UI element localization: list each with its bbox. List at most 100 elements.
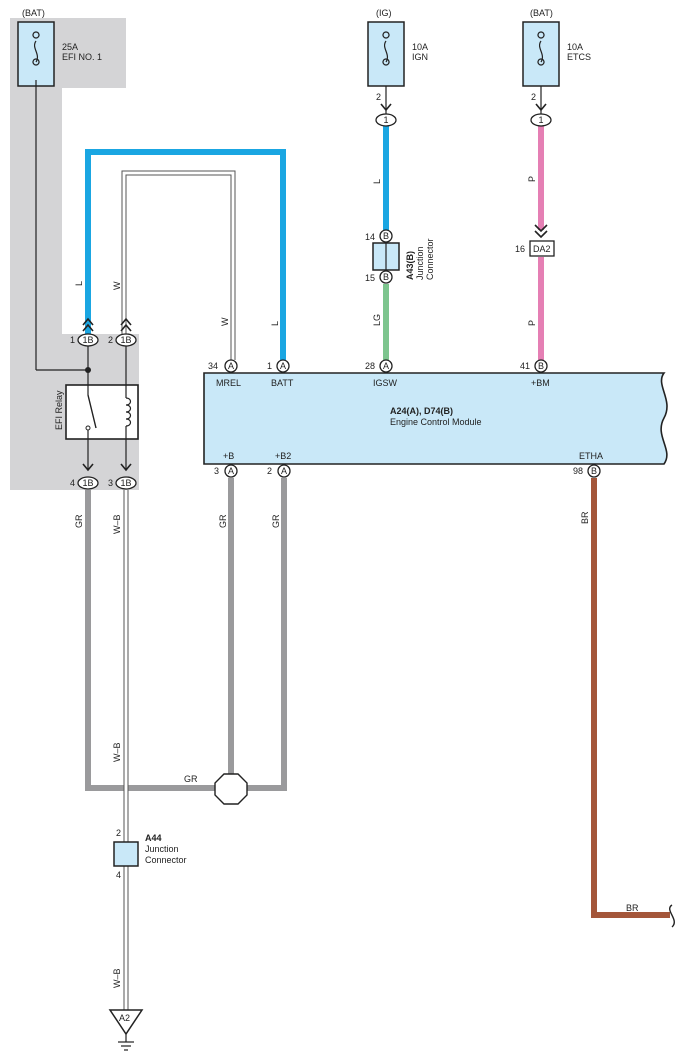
pin-ecm-b2: A (277, 464, 291, 478)
wire-label-wb-3: W–B (112, 968, 122, 988)
pin-ecm-batt: A (276, 359, 290, 373)
ecm-term-bm: +BM (531, 378, 550, 388)
fuse-etcs-symbol (537, 31, 545, 66)
connector-a43-l2: Connector (425, 238, 435, 280)
ecm-term-igsw: IGSW (373, 378, 398, 388)
pin-ecm-mrel: A (224, 359, 238, 373)
wire-label-p-2: P (527, 320, 537, 326)
pin-a43-top: B (379, 229, 393, 243)
wire-label-w-2: W (220, 317, 230, 326)
pin-etcs-2: 2 (531, 92, 536, 102)
relay-block-shade (10, 18, 139, 490)
pin-ecm-etha: B (587, 464, 601, 478)
pin-a43-14: 14 (365, 232, 375, 242)
pin-a43-15: 15 (365, 273, 375, 283)
svg-text:A: A (228, 361, 234, 371)
wire-l-batt (85, 149, 286, 360)
wire-label-br-2: BR (626, 903, 639, 913)
connector-a44-l2: Connector (145, 855, 187, 865)
pin-ign-fuse-out: 1 (375, 113, 397, 127)
ground-a2 (108, 1009, 144, 1036)
ecm-term-batt: BATT (271, 378, 294, 388)
connector-da2-label: DA2 (533, 244, 551, 254)
svg-text:1: 1 (383, 115, 388, 125)
pin-ecm-num-34: 34 (208, 361, 218, 371)
fuse-efi-symbol (32, 31, 40, 66)
svg-text:A: A (280, 361, 286, 371)
svg-text:A: A (281, 466, 287, 476)
svg-text:B: B (591, 466, 597, 476)
wire-label-wb-2: W–B (112, 742, 122, 762)
wire-label-br-1: BR (580, 511, 590, 524)
svg-text:1B: 1B (82, 478, 93, 488)
wire-br-etha (591, 478, 670, 918)
arrow-relay-3-down (120, 463, 132, 472)
fuse-etcs-name: ETCS (567, 52, 591, 62)
wire-break-symbol (669, 904, 675, 928)
wire-label-l-1: L (74, 281, 84, 286)
arrow-relay-1-up (82, 317, 94, 332)
arrow-da2 (534, 224, 548, 239)
ecm-block (203, 372, 668, 465)
fuse-ign (367, 21, 405, 87)
svg-text:1: 1 (538, 115, 543, 125)
power-label-bat-2: (BAT) (530, 8, 553, 18)
fuse-efi-name: EFI NO. 1 (62, 52, 102, 62)
wire-label-gr-1: GR (74, 514, 84, 528)
arrow-ign (380, 103, 392, 112)
ecm-term-etha: ETHA (579, 451, 603, 461)
wire-label-gr-3: GR (271, 514, 281, 528)
pin-relay-1b-1: 1B (77, 333, 99, 347)
pin-ecm-num-3: 3 (214, 466, 219, 476)
pin-relay-1b-2: 1B (115, 333, 137, 347)
svg-text:1B: 1B (120, 478, 131, 488)
fuse-ign-symbol (382, 31, 390, 66)
ecm-term-mrel: MREL (216, 378, 241, 388)
fuse-etcs-amp: 10A (567, 42, 583, 52)
pin-relay-1b-3: 1B (115, 476, 137, 490)
wire-gr-loop (85, 478, 287, 791)
ecm-name: Engine Control Module (390, 417, 482, 427)
pin-a44-4: 4 (116, 870, 121, 880)
svg-text:A: A (383, 361, 389, 371)
arrow-relay-2-up (120, 317, 132, 332)
ecm-term-b: +B (223, 451, 234, 461)
power-label-ig: (IG) (376, 8, 392, 18)
efi-relay-label: EFI Relay (54, 390, 64, 430)
pin-ecm-igsw: A (379, 359, 393, 373)
relay-switch-arm (87, 394, 97, 429)
pin-relay-num-4: 4 (70, 478, 75, 488)
power-label-bat-1: (BAT) (22, 8, 45, 18)
pin-ign-2: 2 (376, 92, 381, 102)
svg-text:B: B (383, 272, 389, 282)
wire-label-p-1: P (527, 176, 537, 182)
connector-a43-code: A43(B) (405, 251, 415, 280)
ecm-code: A24(A), D74(B) (390, 406, 453, 416)
connector-a43-l1: Junction (415, 246, 425, 280)
splice-junction (214, 773, 248, 805)
wire-label-wb-1: W–B (112, 514, 122, 534)
pin-ecm-num-28: 28 (365, 361, 375, 371)
pin-da2-16: 16 (515, 244, 525, 254)
wire-label-w-1: W (112, 281, 122, 290)
arrow-etcs (535, 103, 547, 112)
pin-ecm-b: A (224, 464, 238, 478)
wire-w-mrel-inner (122, 171, 235, 360)
fuse-etcs (522, 21, 560, 87)
relay-coil (125, 397, 132, 427)
relay-junction-dot (85, 367, 91, 373)
arrow-relay-4-down (82, 463, 94, 472)
ecm-term-b2: +B2 (275, 451, 291, 461)
wire-label-l-3: L (372, 179, 382, 184)
pin-relay-num-1: 1 (70, 335, 75, 345)
wire-w-mrel-outer (121, 170, 236, 360)
svg-text:1B: 1B (120, 335, 131, 345)
pin-ecm-num-98: 98 (573, 466, 583, 476)
relay-switch-contact (85, 425, 91, 431)
pin-etcs-fuse-out: 1 (530, 113, 552, 127)
pin-relay-num-2: 2 (108, 335, 113, 345)
svg-text:1B: 1B (82, 335, 93, 345)
wire-label-gr-4: GR (184, 774, 198, 784)
pin-a44-2: 2 (116, 828, 121, 838)
